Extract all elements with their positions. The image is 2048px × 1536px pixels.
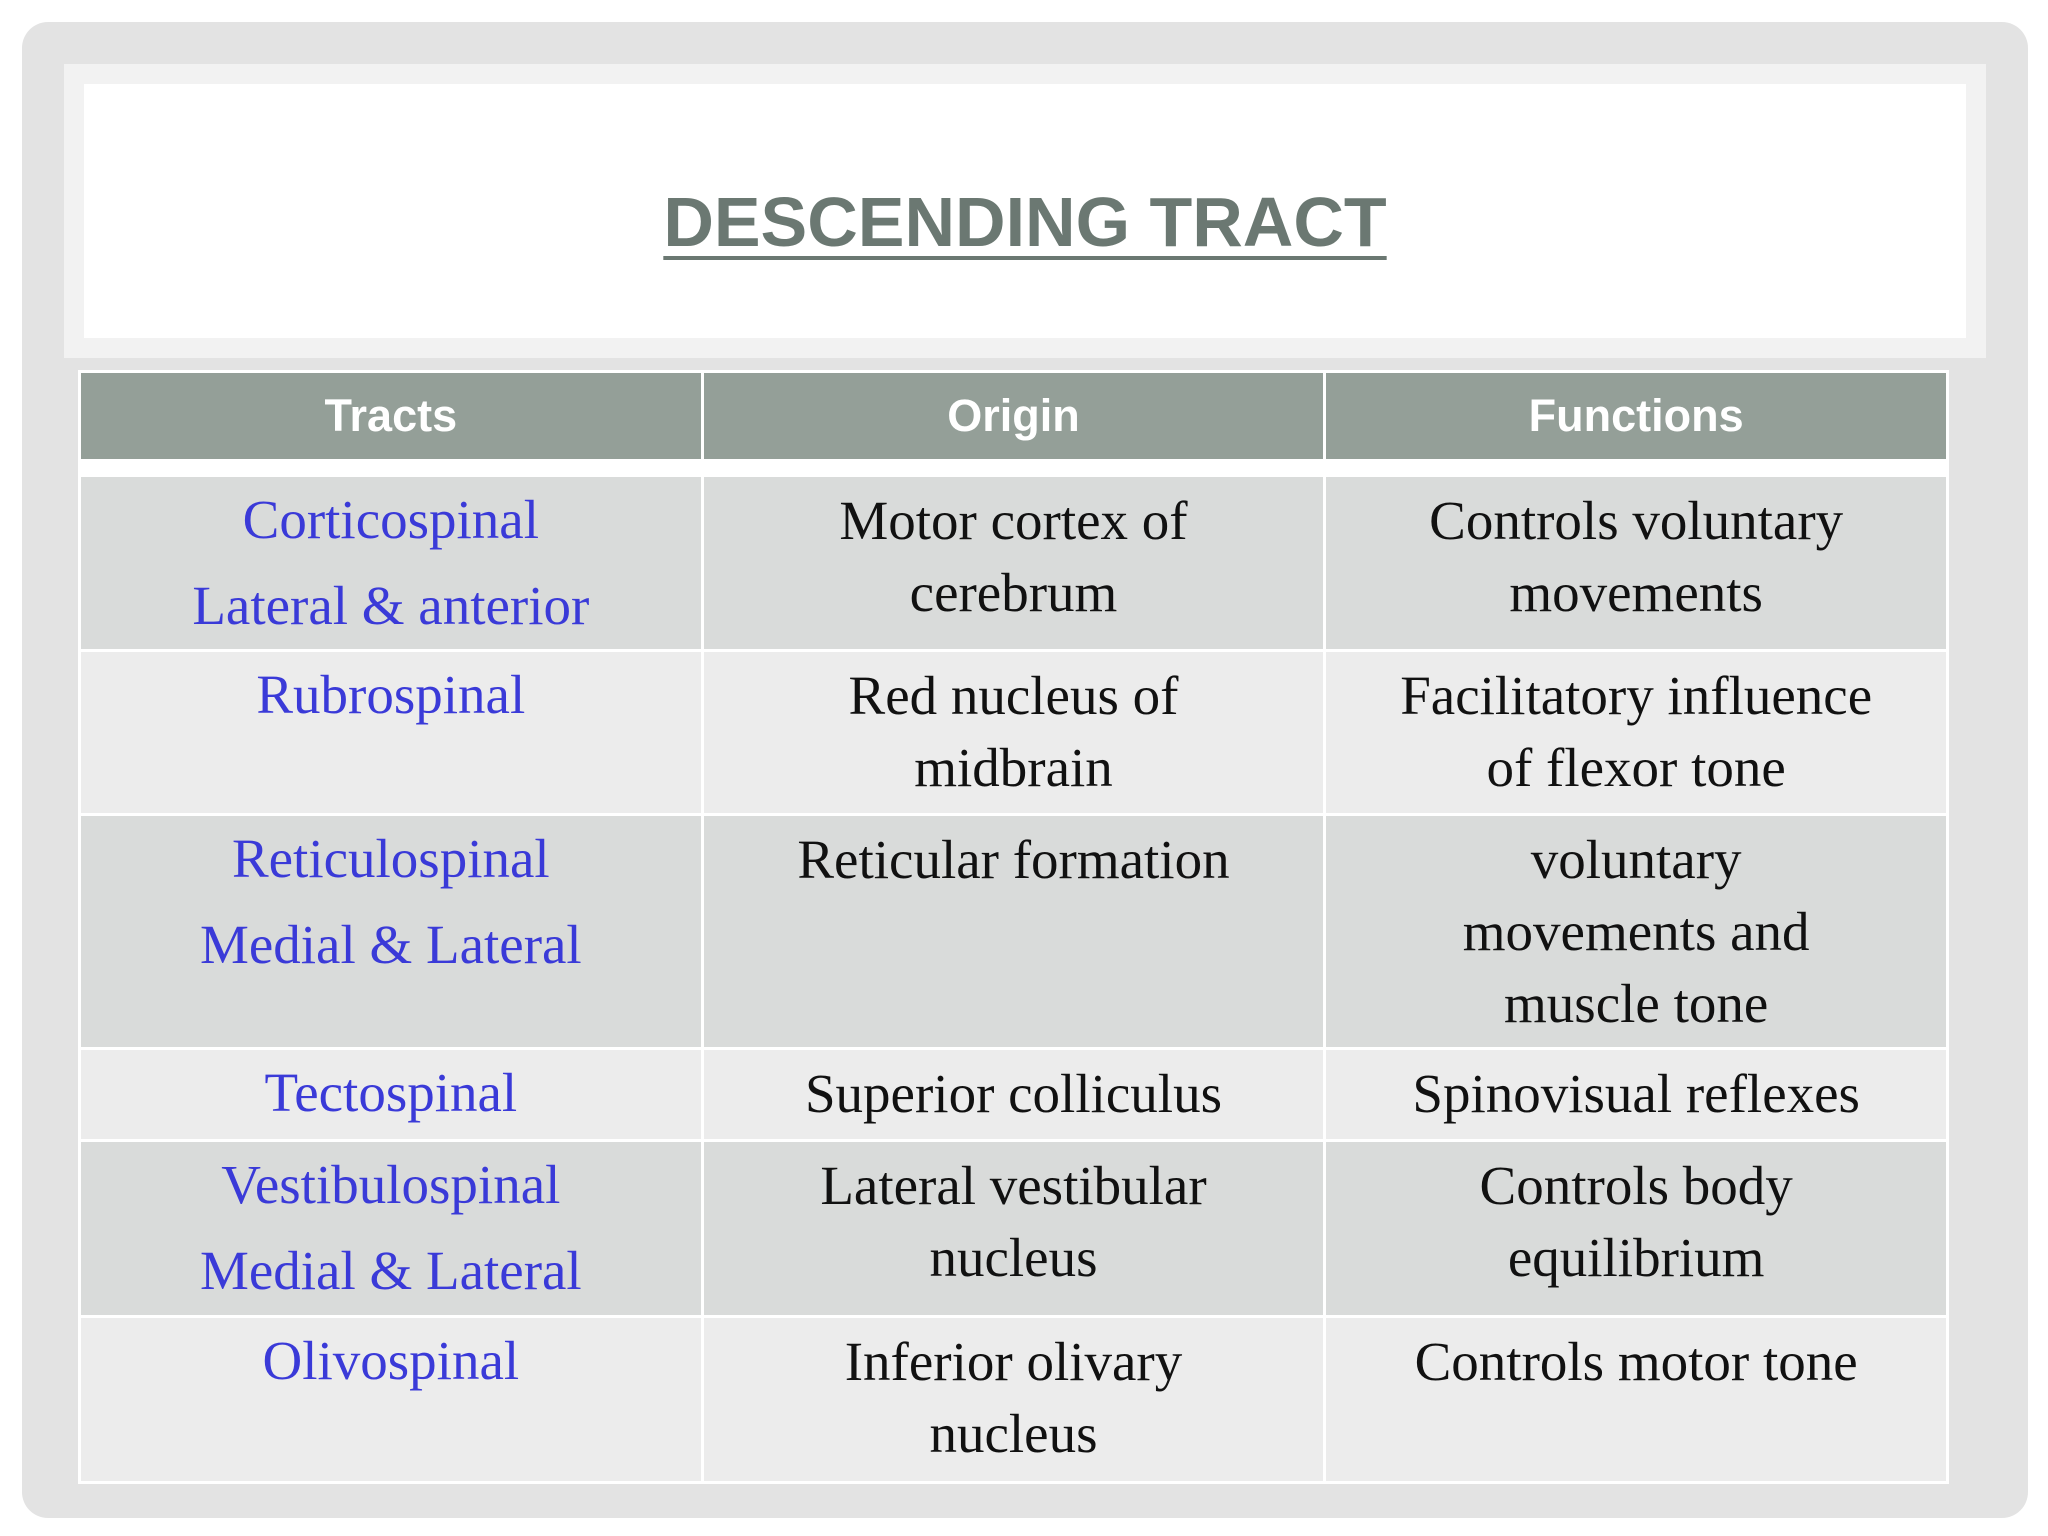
origin-cell: Inferior olivary nucleus: [700, 1315, 1327, 1484]
functions-cell-line: equilibrium: [1507, 1227, 1765, 1288]
table-header-row: Tracts Origin Functions: [78, 370, 1949, 462]
origin-cell-line: nucleus: [929, 1227, 1098, 1288]
origin-cell-line: Lateral vestibular: [820, 1155, 1207, 1216]
functions-cell-line: voluntary: [1530, 829, 1742, 890]
origin-cell-line: Reticular formation: [797, 829, 1230, 890]
functions-cell-line: of flexor tone: [1486, 737, 1786, 798]
functions-cell-line: movements: [1509, 562, 1763, 623]
tract-cell-line: Lateral & anterior: [192, 575, 590, 636]
origin-cell: Superior colliculus: [700, 1047, 1327, 1142]
tract-cell-line: Olivospinal: [262, 1330, 520, 1391]
functions-cell: Controls voluntary movements: [1323, 474, 1949, 652]
functions-cell: voluntary movements and muscle tone: [1323, 813, 1949, 1050]
header-functions: Functions: [1323, 370, 1949, 462]
functions-cell-line: Spinovisual reflexes: [1412, 1063, 1860, 1124]
tract-cell-line: Medial & Lateral: [199, 914, 582, 975]
functions-cell-line: muscle tone: [1504, 973, 1769, 1034]
title-frame: DESCENDING TRACT: [64, 64, 1986, 358]
tract-cell-line: Rubrospinal: [256, 664, 526, 725]
functions-cell-line: movements and: [1462, 901, 1810, 962]
origin-cell-line: nucleus: [929, 1403, 1098, 1464]
tract-cell: Rubrospinal: [78, 649, 704, 816]
table-row: Olivospinal Inferior olivary nucleus Contro…: [78, 1315, 1949, 1484]
origin-cell-line: Superior colliculus: [804, 1063, 1222, 1124]
table-row: Tectospinal Superior colliculus Spinovisua…: [78, 1047, 1949, 1142]
origin-cell: Reticular formation: [700, 813, 1327, 1050]
slide-title: DESCENDING TRACT: [663, 183, 1387, 261]
functions-cell: Controls motor tone: [1323, 1315, 1949, 1484]
origin-cell: Motor cortex of cerebrum: [700, 474, 1327, 652]
functions-cell: Controls body equilibrium: [1323, 1139, 1949, 1318]
functions-cell-line: Controls voluntary: [1429, 490, 1844, 551]
header-separator-cell: [78, 459, 1949, 477]
origin-cell-line: midbrain: [914, 737, 1113, 798]
origin-cell: Lateral vestibular nucleus: [700, 1139, 1327, 1318]
tract-cell-line: Tectospinal: [264, 1062, 518, 1123]
origin-cell-line: Red nucleus of: [848, 665, 1179, 726]
functions-cell-line: Facilitatory influence: [1400, 665, 1873, 726]
tract-cell-line: Reticulospinal: [231, 828, 550, 889]
functions-cell-line: Controls motor tone: [1414, 1331, 1858, 1392]
title-box: DESCENDING TRACT: [84, 84, 1966, 338]
origin-cell: Red nucleus of midbrain: [700, 649, 1327, 816]
table-row: Rubrospinal Red nucleus of midbrain Facilit…: [78, 649, 1949, 816]
functions-cell: Facilitatory influence of flexor tone: [1323, 649, 1949, 816]
tract-cell-line: Medial & Lateral: [199, 1240, 582, 1301]
origin-cell-line: cerebrum: [909, 562, 1118, 623]
tract-cell-line: Vestibulospinal: [221, 1154, 561, 1215]
tract-cell: Olivospinal: [78, 1315, 704, 1484]
functions-cell-line: Controls body: [1479, 1155, 1793, 1216]
tract-cell-line: Corticospinal: [242, 489, 539, 550]
origin-cell-line: Inferior olivary: [844, 1331, 1183, 1392]
table-header: Tracts Origin Functions: [78, 370, 1949, 462]
header-origin: Origin: [700, 370, 1327, 462]
tract-cell: Tectospinal: [78, 1047, 704, 1142]
functions-cell: Spinovisual reflexes: [1323, 1047, 1949, 1142]
header-tracts: Tracts: [78, 370, 704, 462]
origin-cell-line: Motor cortex of: [839, 490, 1188, 551]
header-separator: [78, 459, 1949, 477]
